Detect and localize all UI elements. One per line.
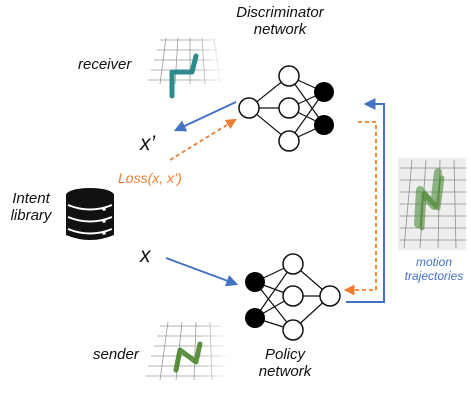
motion-trajectories-image: [398, 158, 466, 250]
policy-input-node: [245, 308, 265, 328]
policy-hidden-node: [282, 285, 304, 307]
intent-library-label: Intent library: [10, 190, 52, 225]
policy-hidden-node: [282, 319, 304, 341]
motion-trajectory-path-2: [419, 175, 445, 231]
arrow-discriminator-to-xprime: [173, 101, 237, 132]
discriminator-network-label: Discriminator network: [236, 4, 324, 39]
policy-input-node: [245, 272, 265, 292]
receiver-trajectory-image: [148, 36, 225, 99]
disc-hidden-node: [278, 130, 300, 152]
policy-output-node: [319, 285, 341, 307]
arrow-x-to-policy: [165, 257, 239, 287]
arrow-loss-to-policy: [343, 121, 377, 296]
policy-hidden-node: [282, 253, 304, 275]
sender-label: sender: [93, 346, 139, 363]
receiver-label: receiver: [78, 56, 132, 73]
sender-trajectory-image: [146, 320, 230, 382]
motion-trajectories-label: motion trajectories: [404, 255, 464, 283]
receiver-trajectory-path: [169, 53, 199, 99]
disc-hidden-node: [278, 65, 300, 87]
arrow-policy-to-discriminator: [346, 98, 385, 303]
x-label: x: [140, 244, 151, 267]
sender-trajectory-path: [173, 341, 203, 373]
disc-output-node: [314, 82, 334, 102]
database-icon: [66, 188, 114, 240]
policy-network-label: Policy network: [258, 346, 312, 381]
disc-output-node: [314, 115, 334, 135]
policy-network-icon: [245, 253, 341, 341]
discriminator-network-icon: [238, 65, 334, 152]
arrow-loss-to-discriminator: [169, 118, 237, 161]
disc-input-node: [238, 97, 260, 119]
x-prime-label: x’: [140, 132, 156, 155]
loss-label: Loss(x, x’): [118, 170, 182, 186]
disc-hidden-node: [278, 97, 300, 119]
